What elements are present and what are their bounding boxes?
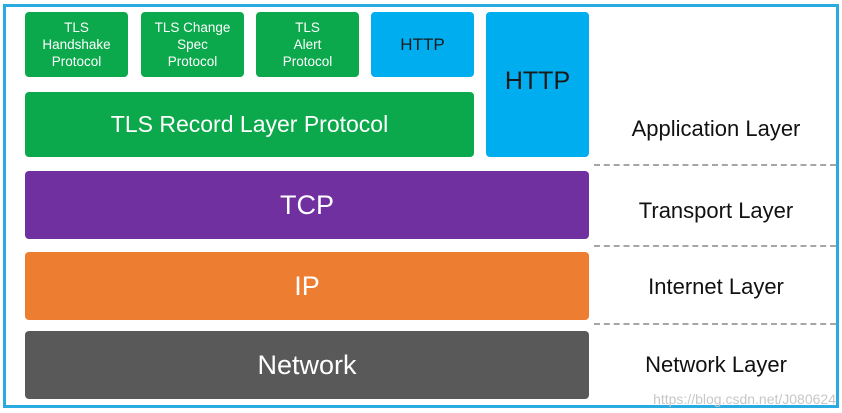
internet-layer-label: Internet Layer (648, 274, 784, 299)
network-box: Network (25, 331, 589, 399)
tls-record-layer-box: TLS Record Layer Protocol (25, 92, 474, 157)
divider-internet-network (594, 323, 836, 325)
http-small-box: HTTP (371, 12, 474, 77)
http-large-box: HTTP (486, 12, 589, 157)
tcp-box: TCP (25, 171, 589, 239)
tls-alert-protocol-box: TLS Alert Protocol (256, 12, 359, 77)
watermark-text: https://blog.csdn.net/J080624 (653, 391, 836, 407)
divider-transport-internet (594, 245, 836, 247)
transport-layer-label: Transport Layer (638, 198, 794, 223)
network-layer-label: Network Layer (645, 352, 787, 377)
application-layer-label: Application Layer (631, 116, 801, 141)
divider-application-transport (594, 164, 836, 166)
tls-handshake-protocol-box: TLS Handshake Protocol (25, 12, 128, 77)
tls-change-spec-protocol-box: TLS Change Spec Protocol (141, 12, 244, 77)
ip-box: IP (25, 252, 589, 320)
